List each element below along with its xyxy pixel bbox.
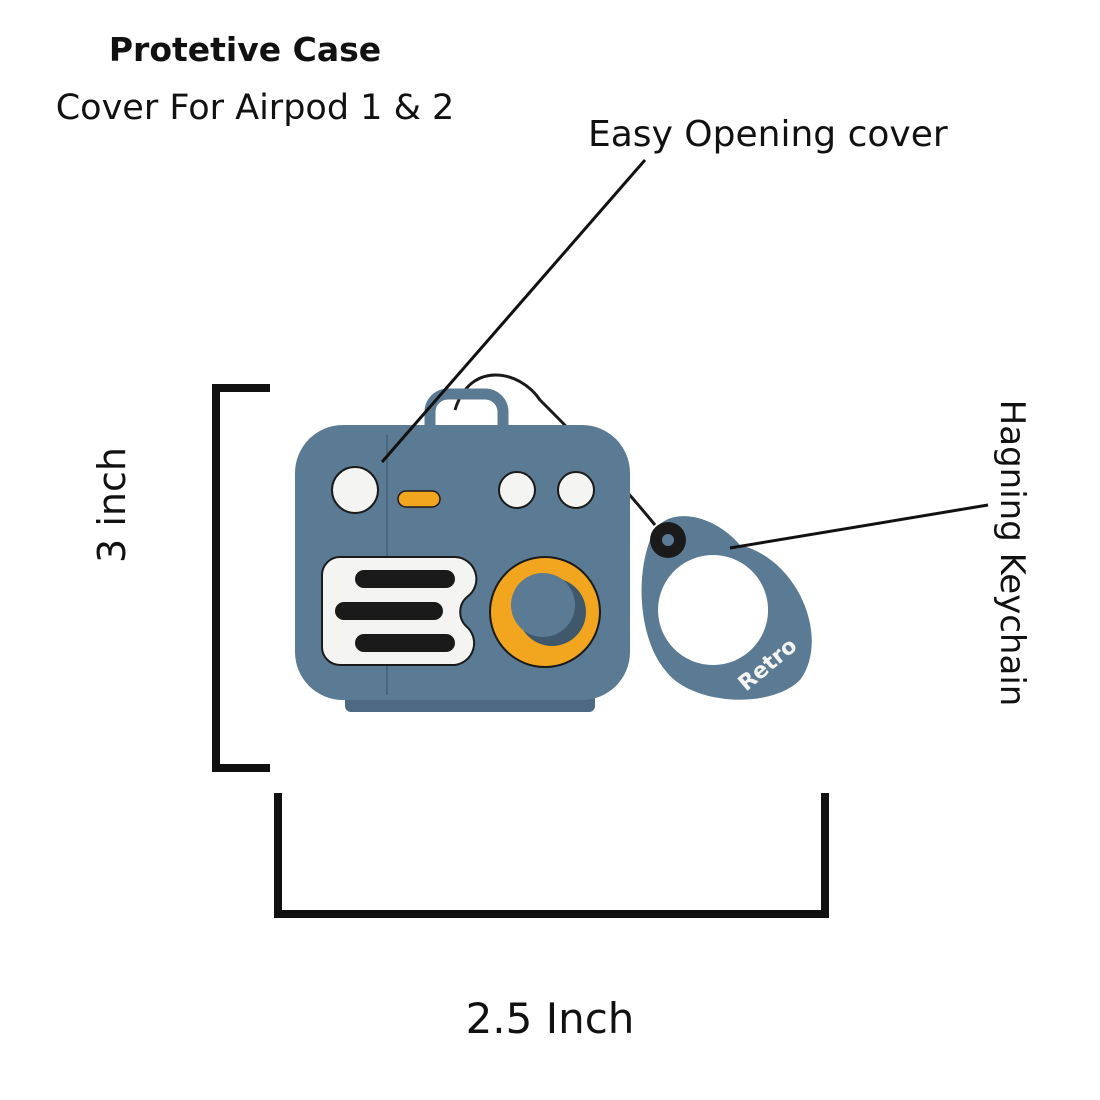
dial-knob: [511, 573, 575, 637]
title: Protetive Case: [108, 30, 382, 69]
keychain-ring: [641, 516, 812, 700]
width-label: 2.5 Inch: [465, 994, 635, 1043]
opening-callout-line: [380, 159, 647, 463]
keychain-callout-label: Hagning Keychain: [992, 399, 1032, 707]
button-icon: [331, 466, 379, 514]
keychain-callout-line: [729, 503, 989, 550]
height-label: 3 inch: [90, 447, 134, 563]
subtitle: Cover For Airpod 1 & 2: [55, 88, 455, 128]
opening-callout-label: Easy Opening cover: [588, 114, 948, 155]
width-bracket: [274, 793, 829, 918]
orange-indicator: [397, 490, 441, 508]
button-icon: [498, 471, 536, 509]
button-icon: [557, 471, 595, 509]
height-bracket: [212, 384, 270, 772]
